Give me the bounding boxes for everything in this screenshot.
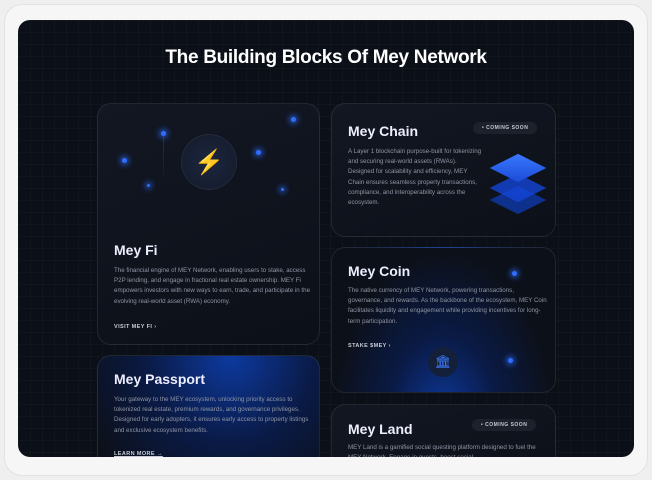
card-mey-passport: Mey Passport Your gateway to the MEY eco… <box>97 355 320 457</box>
learn-more-link[interactable]: LEARN MORE → <box>114 451 163 457</box>
card-mey-chain: Mey Chain • COMING SOON A Layer 1 blockc… <box>331 103 556 237</box>
content-panel: The Building Blocks Of Mey Network ⚡ Mey… <box>18 20 634 457</box>
visit-mey-fi-link[interactable]: VISIT MEY FI › <box>114 324 157 330</box>
card-description: Your gateway to the MEY ecosystem, unloc… <box>114 396 309 434</box>
card-description: The financial engine of MEY Network, ena… <box>114 267 311 305</box>
card-mey-coin: Mey Coin The native currency of MEY Netw… <box>331 247 556 393</box>
lightning-icon: ⚡ <box>181 134 237 190</box>
bank-icon: 🏛 <box>428 347 458 377</box>
glow-dot <box>281 188 284 191</box>
card-title: Mey Chain <box>348 123 419 139</box>
card-title: Mey Coin <box>348 263 411 279</box>
card-description: The native currency of MEY Network, powe… <box>348 287 547 325</box>
glow-dot <box>291 117 296 122</box>
layers-icon <box>480 140 555 220</box>
glow-dot <box>122 158 127 163</box>
glow-dot <box>512 271 517 276</box>
coming-soon-badge: • COMING SOON <box>472 419 537 431</box>
page-title: The Building Blocks Of Mey Network <box>165 47 487 68</box>
glow-dot <box>508 358 513 363</box>
coming-soon-badge: • COMING SOON <box>473 122 538 134</box>
glow-dot <box>256 150 261 155</box>
card-mey-fi: ⚡ Mey Fi The financial engine of MEY Net… <box>97 103 320 345</box>
card-mey-land: Mey Land • COMING SOON MEY Land is a gam… <box>331 404 556 457</box>
card-title: Mey Passport <box>114 371 206 387</box>
stake-mey-link[interactable]: STAKE $MEY › <box>348 343 391 349</box>
glow-dot <box>161 131 166 136</box>
decor-line <box>163 134 164 184</box>
card-description: A Layer 1 blockchain purpose-built for t… <box>348 148 482 207</box>
card-title: Mey Fi <box>114 242 158 258</box>
card-title: Mey Land <box>348 421 413 437</box>
card-description: MEY Land is a gamified social questing p… <box>348 444 536 457</box>
glow-dot <box>147 184 150 187</box>
